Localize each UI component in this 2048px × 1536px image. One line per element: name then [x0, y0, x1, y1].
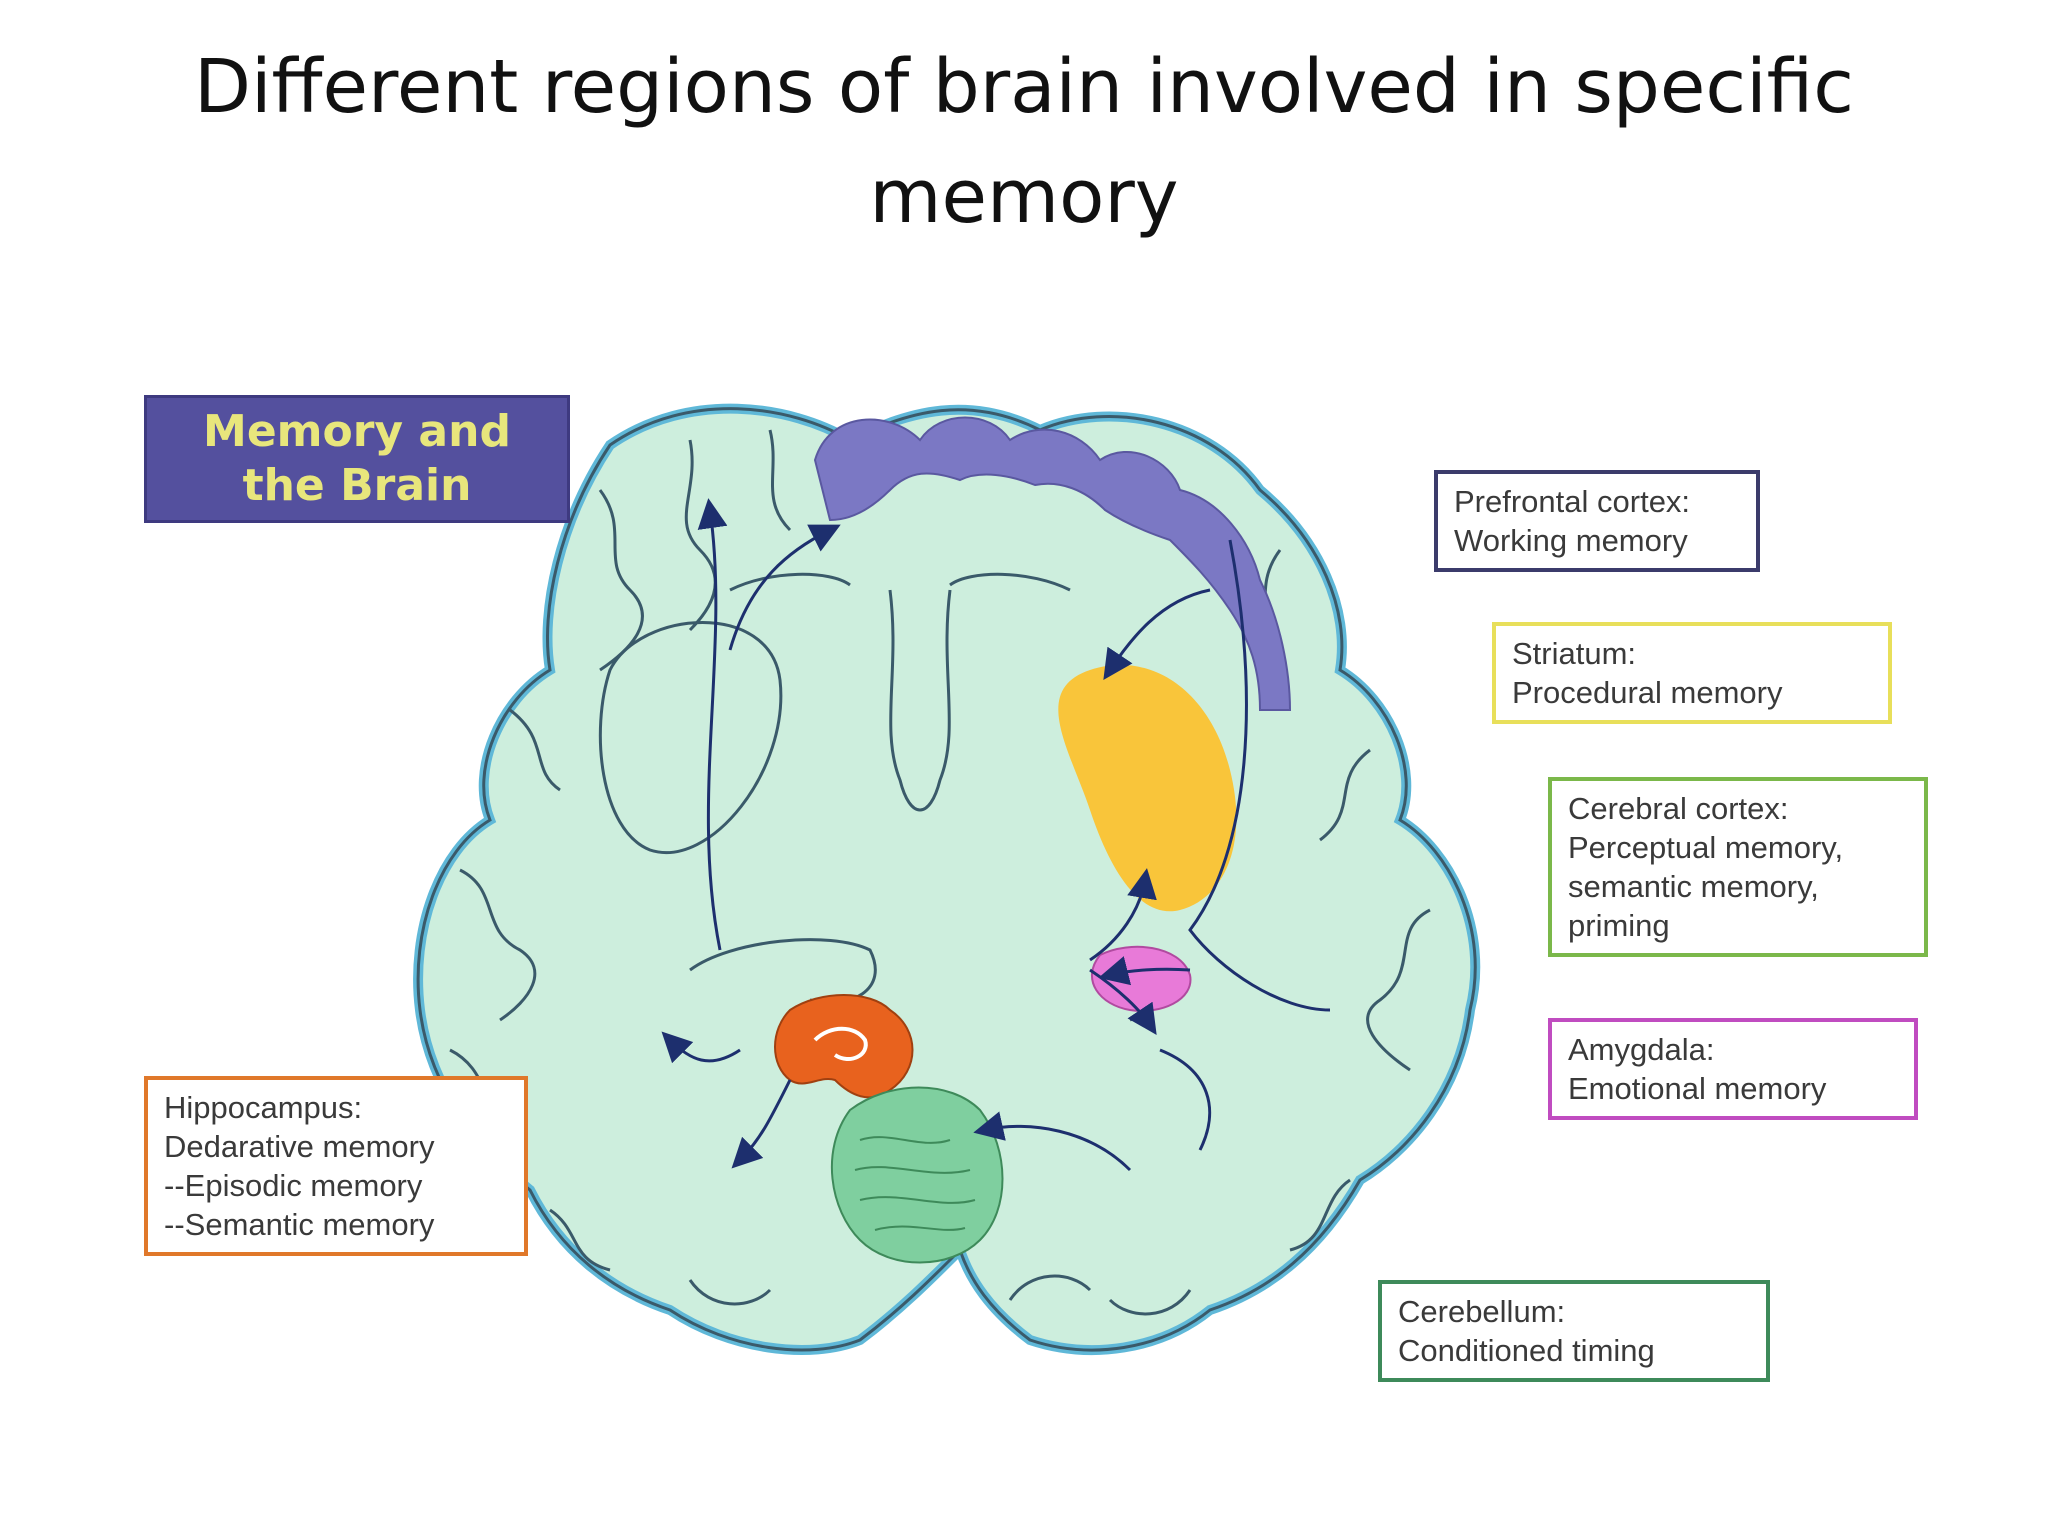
memory-brain-badge: Memory and the Brain	[144, 395, 570, 523]
hippocampus-line-1: Dedarative memory	[164, 1129, 435, 1164]
amygdala-line: Emotional memory	[1568, 1071, 1827, 1106]
hippocampus-curl	[813, 1026, 868, 1061]
arrow-from-amygdala-up	[1089, 868, 1157, 962]
arrow-to-striatum	[1103, 588, 1211, 680]
brain-figure: Memory and the Brain Prefrontal cortex: …	[130, 350, 1950, 1500]
cerebellum-region	[830, 1086, 1004, 1264]
arrow-to-cerebellum	[973, 1111, 1132, 1172]
hippocampus-line-2: --Episodic memory	[164, 1168, 423, 1203]
hippocampus-label: Hippocampus: Dedarative memory --Episodi…	[144, 1076, 528, 1256]
brain-inner-outline	[416, 407, 1477, 1352]
cerebellum-heading: Cerebellum:	[1398, 1294, 1566, 1329]
arrow-amygdala-down	[1089, 968, 1157, 1035]
arrow-hippocampus-down	[731, 1079, 792, 1169]
cerebral-line-2: semantic memory,	[1568, 869, 1819, 904]
arrow-into-amygdala	[1098, 956, 1191, 986]
cerebellum-label: Cerebellum: Conditioned timing	[1378, 1280, 1770, 1382]
cerebral-line-3: priming	[1568, 908, 1670, 943]
slide-title: Different regions of brain involved in s…	[100, 32, 1948, 252]
cerebral-pathway-right	[1188, 539, 1331, 1012]
cerebral-line-1: Perceptual memory,	[1568, 830, 1844, 865]
amygdala-heading: Amygdala:	[1568, 1032, 1715, 1067]
hippocampus-heading: Hippocampus:	[164, 1090, 363, 1125]
striatum-heading: Striatum:	[1512, 636, 1637, 671]
brain-diagram	[413, 403, 1481, 1355]
slide-title-text: Different regions of brain involved in s…	[194, 44, 1854, 240]
prefrontal-line: Working memory	[1454, 523, 1688, 558]
badge-line-2: the Brain	[242, 460, 472, 511]
striatum-label: Striatum: Procedural memory	[1492, 622, 1892, 724]
cerebral-cortex-label: Cerebral cortex: Perceptual memory, sema…	[1548, 777, 1928, 957]
striatum-line: Procedural memory	[1512, 675, 1783, 710]
hippocampus-region	[774, 994, 914, 1099]
cerebral-heading: Cerebral cortex:	[1568, 791, 1789, 826]
arrow-to-prefrontal-left	[697, 498, 728, 951]
amygdala-label: Amygdala: Emotional memory	[1548, 1018, 1918, 1120]
cerebral-pathway-lower	[1159, 1048, 1212, 1151]
prefrontal-label: Prefrontal cortex: Working memory	[1434, 470, 1760, 572]
cerebellum-line: Conditioned timing	[1398, 1333, 1655, 1368]
badge-line-1: Memory and	[203, 406, 511, 457]
cerebellum-folds	[854, 1136, 976, 1231]
prefrontal-cortex-region	[813, 416, 1292, 711]
hippocampus-line-3: --Semantic memory	[164, 1207, 435, 1242]
prefrontal-heading: Prefrontal cortex:	[1454, 484, 1691, 519]
arrow-to-prefrontal-upper	[728, 524, 841, 651]
striatum-region	[1058, 664, 1237, 912]
arrow-hippocampus-left	[661, 1031, 741, 1064]
pathway-arrows	[661, 498, 1331, 1172]
amygdala-region	[1090, 945, 1192, 1012]
